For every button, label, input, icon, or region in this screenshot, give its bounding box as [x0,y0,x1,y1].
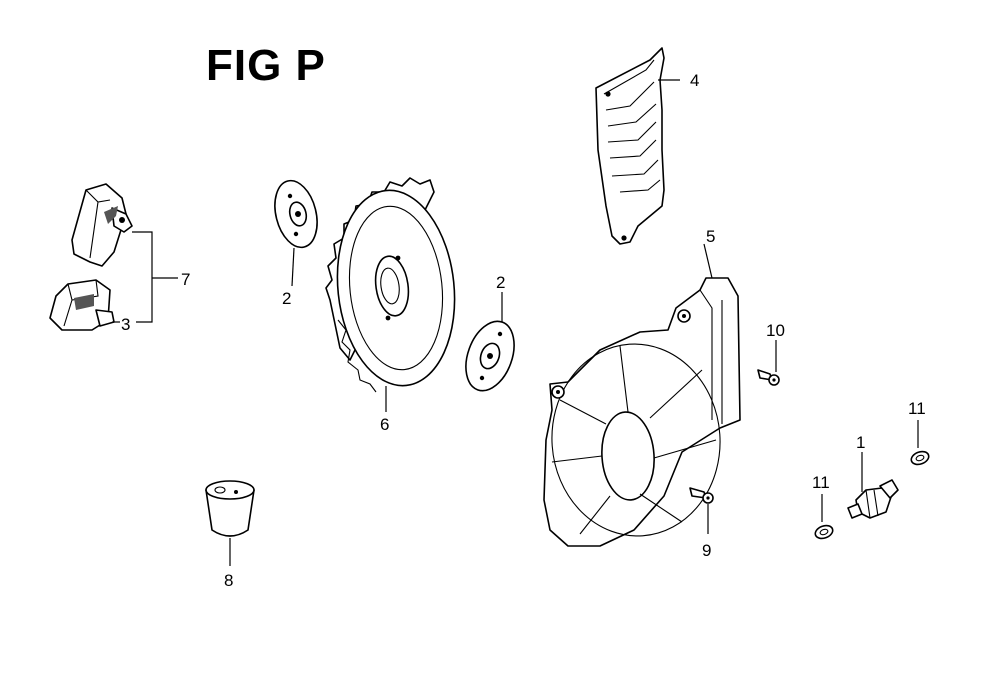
part-2-washer-right[interactable] [457,292,523,397]
callout-3: 3 [121,315,130,334]
part-1-valve[interactable] [847,452,899,519]
callout-2-left: 2 [282,289,291,308]
part-11-clamp-right[interactable] [909,420,930,467]
bracket-7-3 [112,231,178,323]
figure-title: FIG P [206,41,326,90]
callout-7: 7 [181,270,190,289]
callout-11-left: 11 [812,473,830,492]
callout-9: 9 [702,541,711,560]
part-3-cap[interactable] [49,279,115,331]
part-6-flywheel[interactable] [325,177,464,412]
part-7-boot[interactable] [71,183,133,267]
part-10-screw[interactable] [757,340,780,386]
callout-5: 5 [706,227,715,246]
part-11-clamp-left[interactable] [813,494,834,541]
callout-6: 6 [380,415,389,434]
callout-11-right: 11 [908,399,926,418]
part-2-washer-left[interactable] [268,176,323,287]
callout-1: 1 [856,433,865,452]
callout-2-right: 2 [496,273,505,292]
callout-8: 8 [224,571,233,590]
part-5-fan-cover[interactable] [543,243,741,547]
callout-10: 10 [766,321,785,340]
callout-4: 4 [690,71,699,90]
part-4-grille[interactable] [595,47,680,245]
part-8-bushing[interactable] [205,480,255,566]
part-9-screw[interactable] [689,487,714,534]
